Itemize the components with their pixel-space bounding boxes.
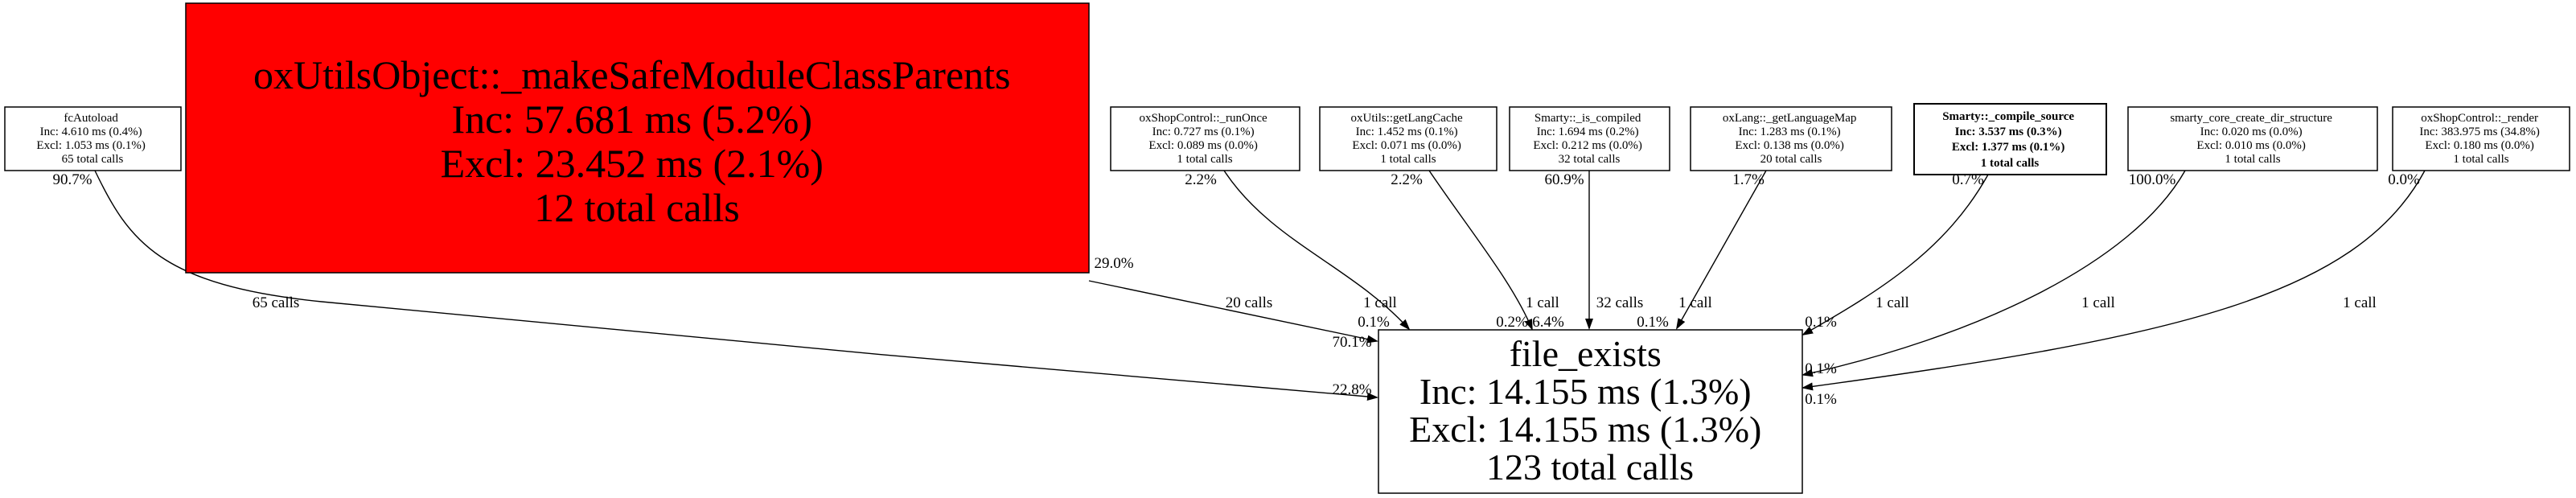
edge-compilesource-file-exists[interactable] xyxy=(1802,174,1989,335)
node-inc: Inc: 57.681 ms (5.2%) xyxy=(451,97,812,142)
call-count: 32 calls xyxy=(1596,294,1644,311)
caller-pct: 0.0% xyxy=(2388,171,2420,188)
edge-createdir-file-exists[interactable] xyxy=(1802,170,2186,377)
node-file-exists[interactable]: file_exists Inc: 14.155 ms (1.3%) Excl: … xyxy=(1378,329,1803,494)
svg-text:oxUtils::getLangCache In: oxUtils::getLangCache Inc: 1.452 ms (0.1… xyxy=(1351,112,1466,166)
node-excl: Excl: 0.071 ms (0.0%) xyxy=(1352,139,1461,152)
node-calls: 123 total calls xyxy=(1486,447,1694,488)
caller-pct: 90.7% xyxy=(52,171,92,188)
node-excl: Excl: 0.010 ms (0.0%) xyxy=(2196,139,2305,152)
svg-text:oxShopControl::_runOnce: oxShopControl::_runOnce Inc: 0.727 ms (0… xyxy=(1140,112,1271,166)
callee-pct: 0.1% xyxy=(1805,360,1837,377)
callee-pct: 0.2% xyxy=(1496,314,1528,331)
node-name: oxShopControl::_render xyxy=(2421,112,2538,125)
edge-getlangcache-file-exists[interactable] xyxy=(1428,170,1533,331)
node-name: file_exists xyxy=(1510,333,1662,374)
caller-pct: 29.0% xyxy=(1094,255,1133,272)
callee-pct: 0.1% xyxy=(1637,314,1669,331)
svg-text:oxShopControl::_render I: oxShopControl::_render Inc: 383.975 ms (… xyxy=(2419,112,2542,166)
caller-pct: 1.7% xyxy=(1732,171,1765,188)
caller-pct: 100.0% xyxy=(2129,171,2176,188)
node-inc: Inc: 383.975 ms (34.8%) xyxy=(2419,126,2540,138)
node-excl: Excl: 23.452 ms (2.1%) xyxy=(441,141,824,186)
node-name: oxShopControl::_runOnce xyxy=(1140,112,1267,125)
node-render[interactable]: oxShopControl::_render Inc: 383.975 ms (… xyxy=(2392,106,2570,171)
node-name: Smarty::_is_compiled xyxy=(1535,112,1641,125)
callee-pct: 6.4% xyxy=(1532,314,1564,331)
node-calls: 1 total calls xyxy=(1177,153,1232,166)
edge-render-file-exists[interactable] xyxy=(1802,170,2426,391)
node-excl: Excl: 1.053 ms (0.1%) xyxy=(36,139,145,152)
node-calls: 1 total calls xyxy=(1981,157,2040,170)
svg-text:oxUtilsObject::_makeSafeModule: oxUtilsObject::_makeSafeModuleClassParen… xyxy=(253,52,1021,230)
node-compile-source[interactable]: Smarty::_compile_source Inc: 3.537 ms (0… xyxy=(1913,103,2107,175)
node-inc: Inc: 3.537 ms (0.3%) xyxy=(1955,126,2062,138)
node-excl: Excl: 0.180 ms (0.0%) xyxy=(2425,139,2533,152)
callee-pct: 0.1% xyxy=(1805,391,1837,408)
svg-text:smarty_core_create_dir_structu: smarty_core_create_dir_structure Inc: 0.… xyxy=(2170,112,2335,166)
call-count: 1 call xyxy=(2081,294,2115,311)
node-calls: 1 total calls xyxy=(1380,153,1436,166)
node-getlangcache[interactable]: oxUtils::getLangCache Inc: 1.452 ms (0.1… xyxy=(1319,106,1498,171)
node-inc: Inc: 4.610 ms (0.4%) xyxy=(40,126,142,138)
node-name: oxUtilsObject::_makeSafeModuleClassParen… xyxy=(253,52,1011,97)
node-calls: 12 total calls xyxy=(534,185,740,230)
svg-text:Smarty::_compile_source: Smarty::_compile_source Inc: 3.537 ms (0… xyxy=(1942,110,2077,170)
node-create-dir-structure[interactable]: smarty_core_create_dir_structure Inc: 0.… xyxy=(2127,106,2378,171)
edge-makesafe-file-exists[interactable] xyxy=(1088,280,1378,344)
node-calls: 1 total calls xyxy=(2225,153,2280,166)
call-count: 20 calls xyxy=(1226,294,1273,311)
node-name: Smarty::_compile_source xyxy=(1942,110,2074,123)
edge-getlanguagemap-file-exists[interactable] xyxy=(1676,170,1767,330)
callee-pct: 0.1% xyxy=(1805,314,1837,331)
node-calls: 32 total calls xyxy=(1559,153,1621,166)
node-inc: Inc: 1.452 ms (0.1%) xyxy=(1356,126,1458,138)
node-excl: Excl: 14.155 ms (1.3%) xyxy=(1409,409,1761,450)
svg-text:fcAutoload Inc: 4.610 ms: fcAutoload Inc: 4.610 ms (0.4%) Excl: 1.… xyxy=(36,112,148,166)
call-count: 1 call xyxy=(1678,294,1712,311)
caller-pct: 2.2% xyxy=(1185,171,1217,188)
edge-labels: 90.7% 65 calls 22.8% 29.0% 20 calls 70.1… xyxy=(52,171,2420,408)
node-calls: 1 total calls xyxy=(2453,153,2508,166)
node-name: oxUtils::getLangCache xyxy=(1351,112,1463,125)
call-count: 1 call xyxy=(1526,294,1559,311)
node-inc: Inc: 0.020 ms (0.0%) xyxy=(2200,126,2303,138)
caller-pct: 60.9% xyxy=(1544,171,1584,188)
node-runonce[interactable]: oxShopControl::_runOnce Inc: 0.727 ms (0… xyxy=(1110,106,1300,171)
node-getlanguagemap[interactable]: oxLang::_getLanguageMap Inc: 1.283 ms (0… xyxy=(1690,106,1892,171)
node-excl: Excl: 0.138 ms (0.0%) xyxy=(1735,139,1843,152)
edge-runonce-file-exists[interactable] xyxy=(1223,170,1411,331)
callee-pct: 70.1% xyxy=(1332,334,1371,351)
node-name: oxLang::_getLanguageMap xyxy=(1723,112,1857,125)
node-name: smarty_core_create_dir_structure xyxy=(2170,112,2332,125)
node-calls: 65 total calls xyxy=(62,153,124,166)
caller-pct: 2.2% xyxy=(1391,171,1423,188)
callee-pct: 0.1% xyxy=(1358,314,1390,331)
node-excl: Excl: 1.377 ms (0.1%) xyxy=(1952,141,2064,154)
svg-text:Smarty::_is_compiled Inc: Smarty::_is_compiled Inc: 1.694 ms (0.2%… xyxy=(1533,112,1645,166)
call-count: 1 call xyxy=(1363,294,1397,311)
node-inc: Inc: 14.155 ms (1.3%) xyxy=(1419,371,1752,412)
node-inc: Inc: 1.694 ms (0.2%) xyxy=(1537,126,1639,138)
call-count: 1 call xyxy=(2343,294,2377,311)
node-excl: Excl: 0.212 ms (0.0%) xyxy=(1533,139,1641,152)
node-excl: Excl: 0.089 ms (0.0%) xyxy=(1148,139,1257,152)
node-inc: Inc: 1.283 ms (0.1%) xyxy=(1739,126,1841,138)
node-name: fcAutoload xyxy=(64,112,118,125)
node-is-compiled[interactable]: Smarty::_is_compiled Inc: 1.694 ms (0.2%… xyxy=(1509,106,1670,171)
caller-pct: 0.7% xyxy=(1952,171,1984,188)
call-count: 1 call xyxy=(1876,294,1909,311)
node-fcautoload[interactable]: fcAutoload Inc: 4.610 ms (0.4%) Excl: 1.… xyxy=(4,106,182,171)
svg-text:file_exists Inc: 14.155: file_exists Inc: 14.155 ms (1.3%) Excl: … xyxy=(1409,333,1771,488)
svg-text:oxLang::_getLanguageMap: oxLang::_getLanguageMap Inc: 1.283 ms (0… xyxy=(1723,112,1859,166)
call-count: 65 calls xyxy=(253,294,300,311)
node-calls: 20 total calls xyxy=(1760,153,1822,166)
callee-pct: 22.8% xyxy=(1332,381,1371,398)
node-makesafemoduleclassparents[interactable]: oxUtilsObject::_makeSafeModuleClassParen… xyxy=(185,2,1090,274)
node-inc: Inc: 0.727 ms (0.1%) xyxy=(1152,126,1255,138)
